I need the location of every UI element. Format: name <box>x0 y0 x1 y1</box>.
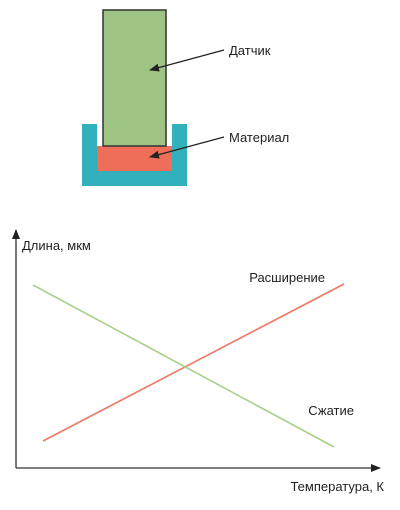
x-axis-label: Температура, К <box>290 479 384 494</box>
material-label: Материал <box>229 130 289 145</box>
setup-illustration: Датчик Материал <box>82 9 289 186</box>
expansion-chart: Длина, мкм Температура, К Расширение Сжа… <box>12 229 384 494</box>
material-sample <box>97 146 172 171</box>
y-axis-label: Длина, мкм <box>22 238 91 253</box>
series-line-compression <box>32 284 335 448</box>
material-pointer-arrow <box>149 136 225 159</box>
series-label-compression: Сжатие <box>308 403 354 418</box>
sensor-label: Датчик <box>229 43 271 58</box>
series-label-expansion: Расширение <box>249 270 325 285</box>
sensor-rod <box>102 9 167 147</box>
sample-cup <box>82 124 187 186</box>
series-line-expansion <box>42 283 345 442</box>
sensor-pointer-arrow <box>149 49 225 72</box>
